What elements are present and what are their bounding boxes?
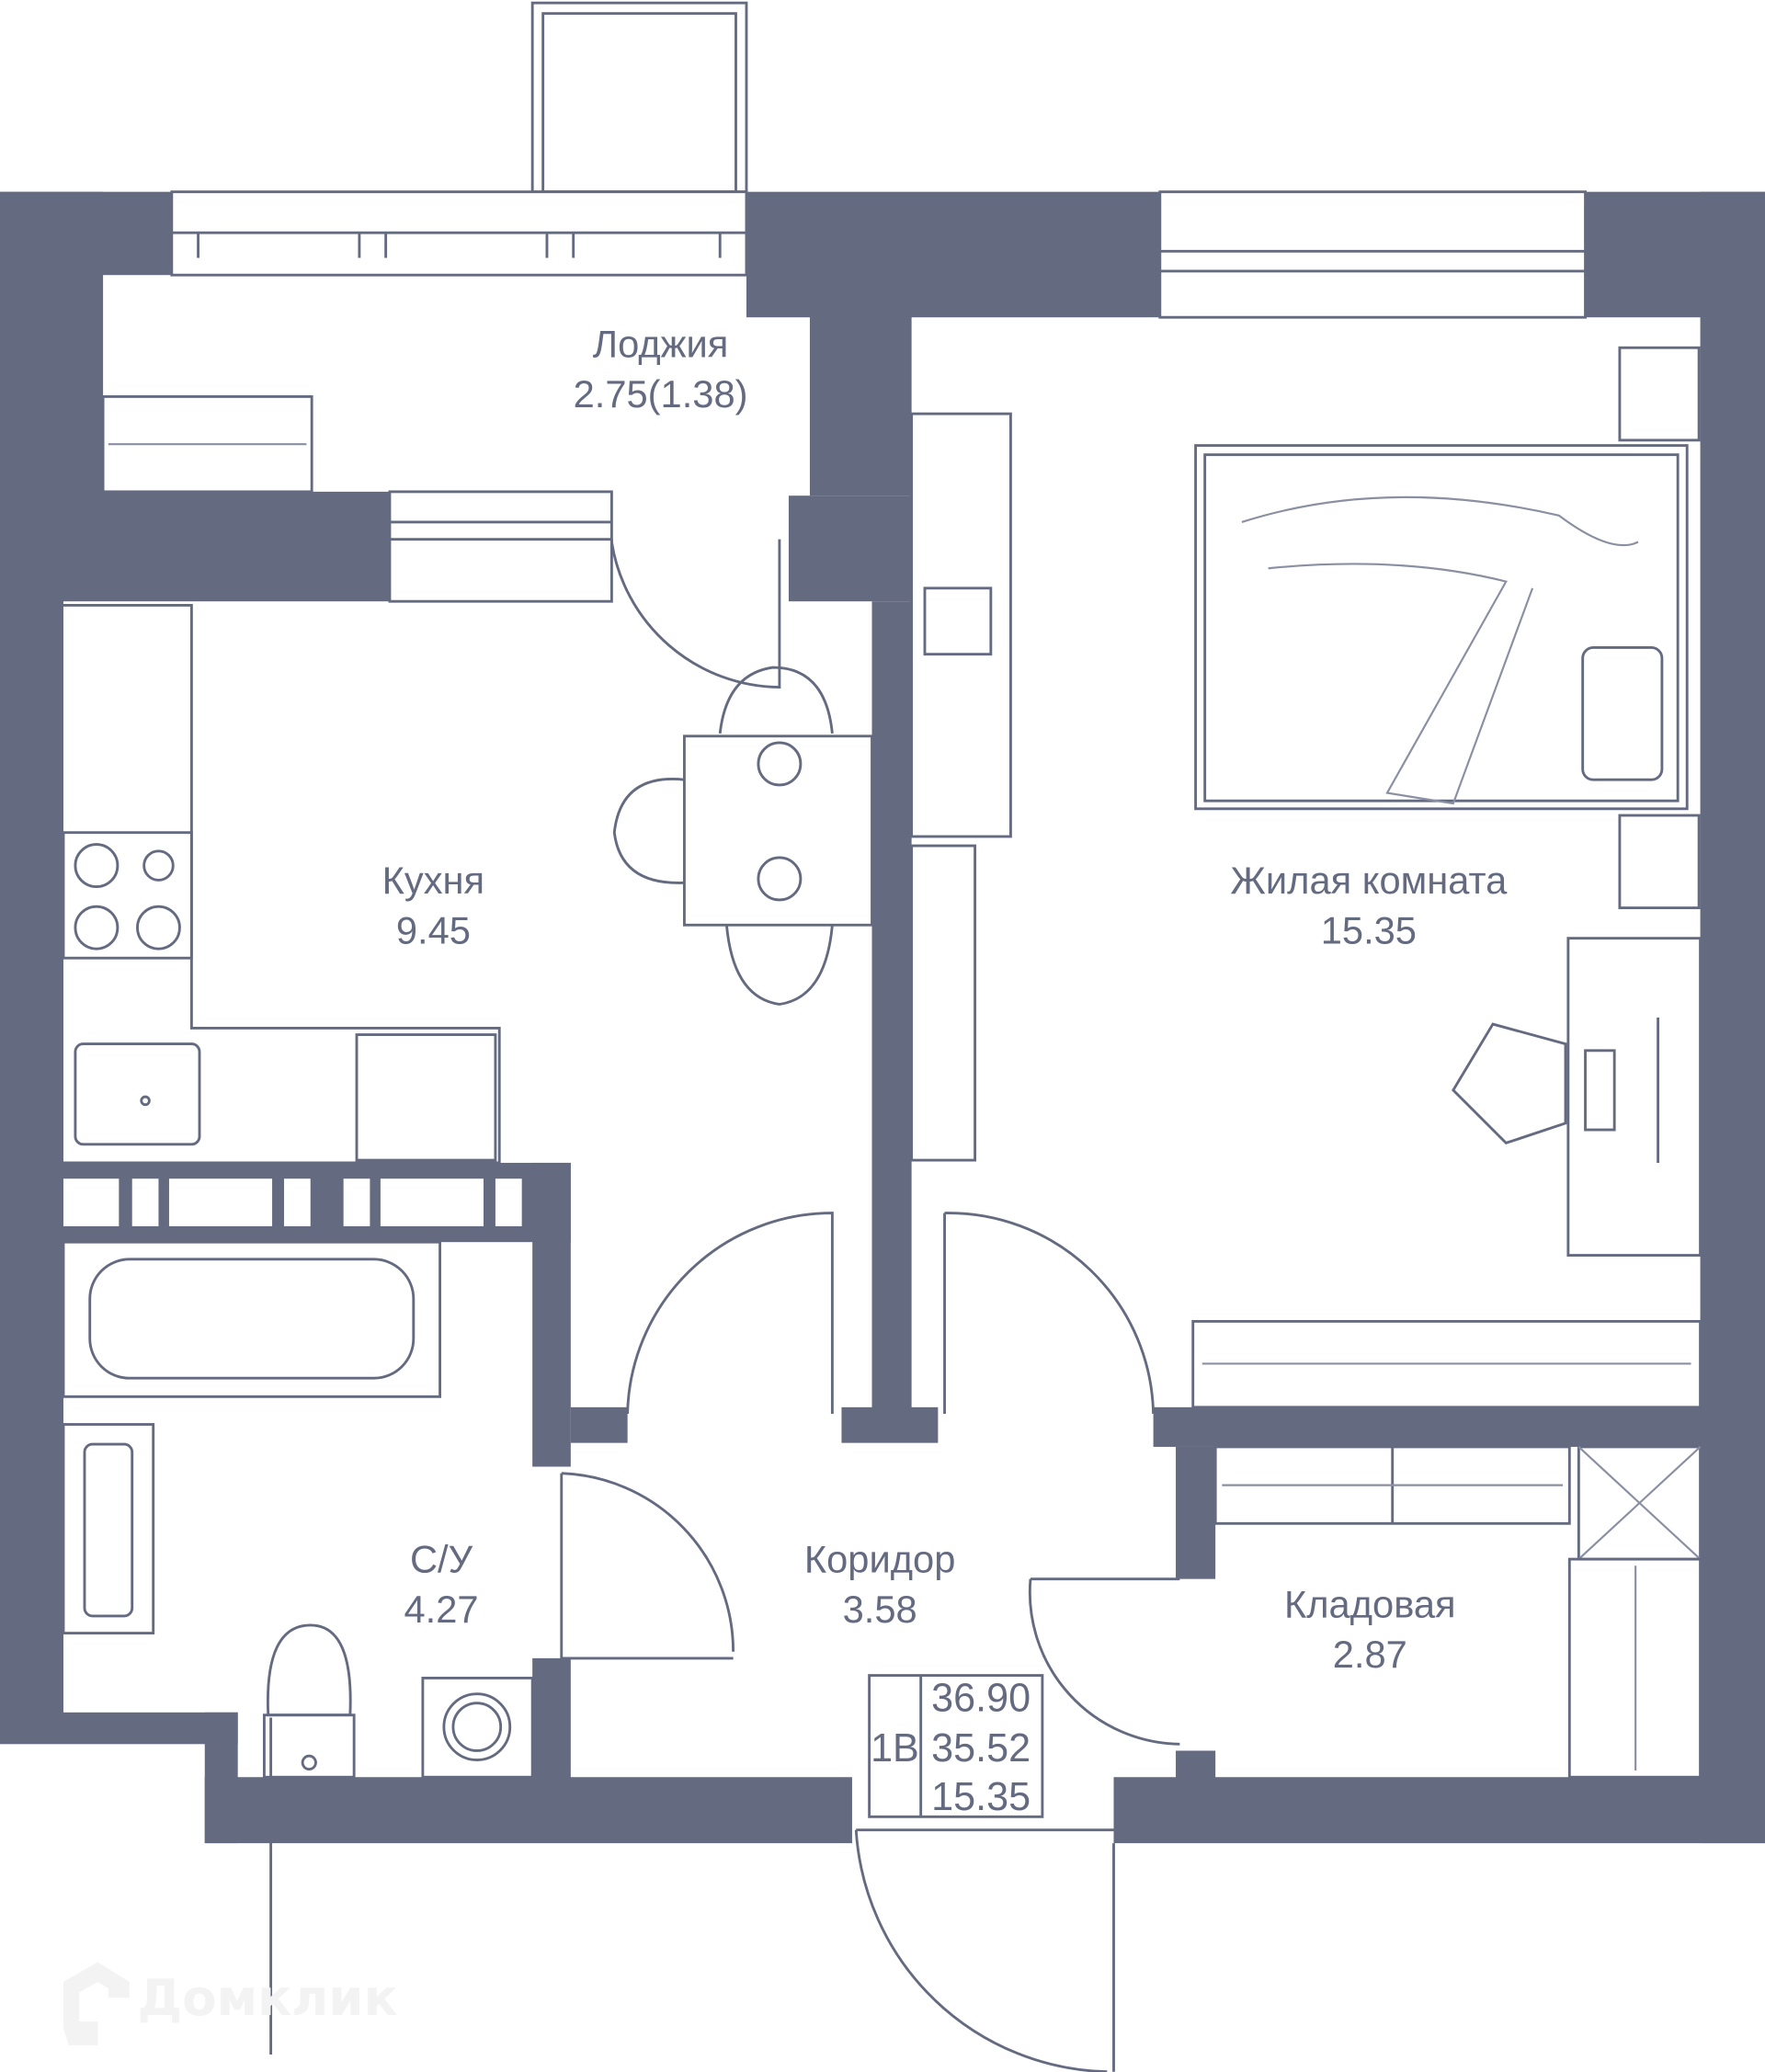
windows <box>170 190 1587 603</box>
living-furniture <box>910 346 1702 1409</box>
loggia-area: 2.75(1.38) <box>574 372 748 416</box>
kitchen-area: 9.45 <box>396 908 471 951</box>
corridor-name: Коридор <box>804 1537 956 1580</box>
loggia-rack <box>101 394 313 494</box>
storage-name: Кладовая <box>1284 1582 1456 1625</box>
balcony-outline <box>530 1 748 194</box>
walls <box>0 191 1765 1844</box>
doors <box>560 539 1180 2072</box>
living-room-area: 15.35 <box>1321 908 1417 951</box>
kitchen-name: Кухня <box>382 859 484 902</box>
storage-furniture <box>1213 1445 1702 1779</box>
corridor-area: 3.58 <box>843 1588 917 1631</box>
watermark-text: Домклик <box>137 1968 397 2027</box>
area-without-loggia: 35.52 <box>931 1726 1031 1770</box>
apartment-summary: 1В 36.90 35.52 15.35 <box>868 1674 1044 1819</box>
kitchen-furniture <box>62 604 873 1165</box>
bathroom-name: С/У <box>410 1537 473 1580</box>
bathroom-area: 4.27 <box>404 1588 478 1631</box>
ventilation-shafts <box>63 1178 522 1226</box>
bathroom-furniture <box>62 1240 534 2055</box>
living-area: 15.35 <box>931 1775 1031 1819</box>
apartment-type: 1В <box>871 1726 919 1770</box>
living-room-name: Жилая комната <box>1230 859 1508 902</box>
total-area: 36.90 <box>931 1676 1031 1720</box>
storage-area: 2.87 <box>1333 1633 1407 1676</box>
loggia-name: Лоджия <box>593 322 729 365</box>
domclick-watermark: Домклик <box>63 1962 398 2045</box>
